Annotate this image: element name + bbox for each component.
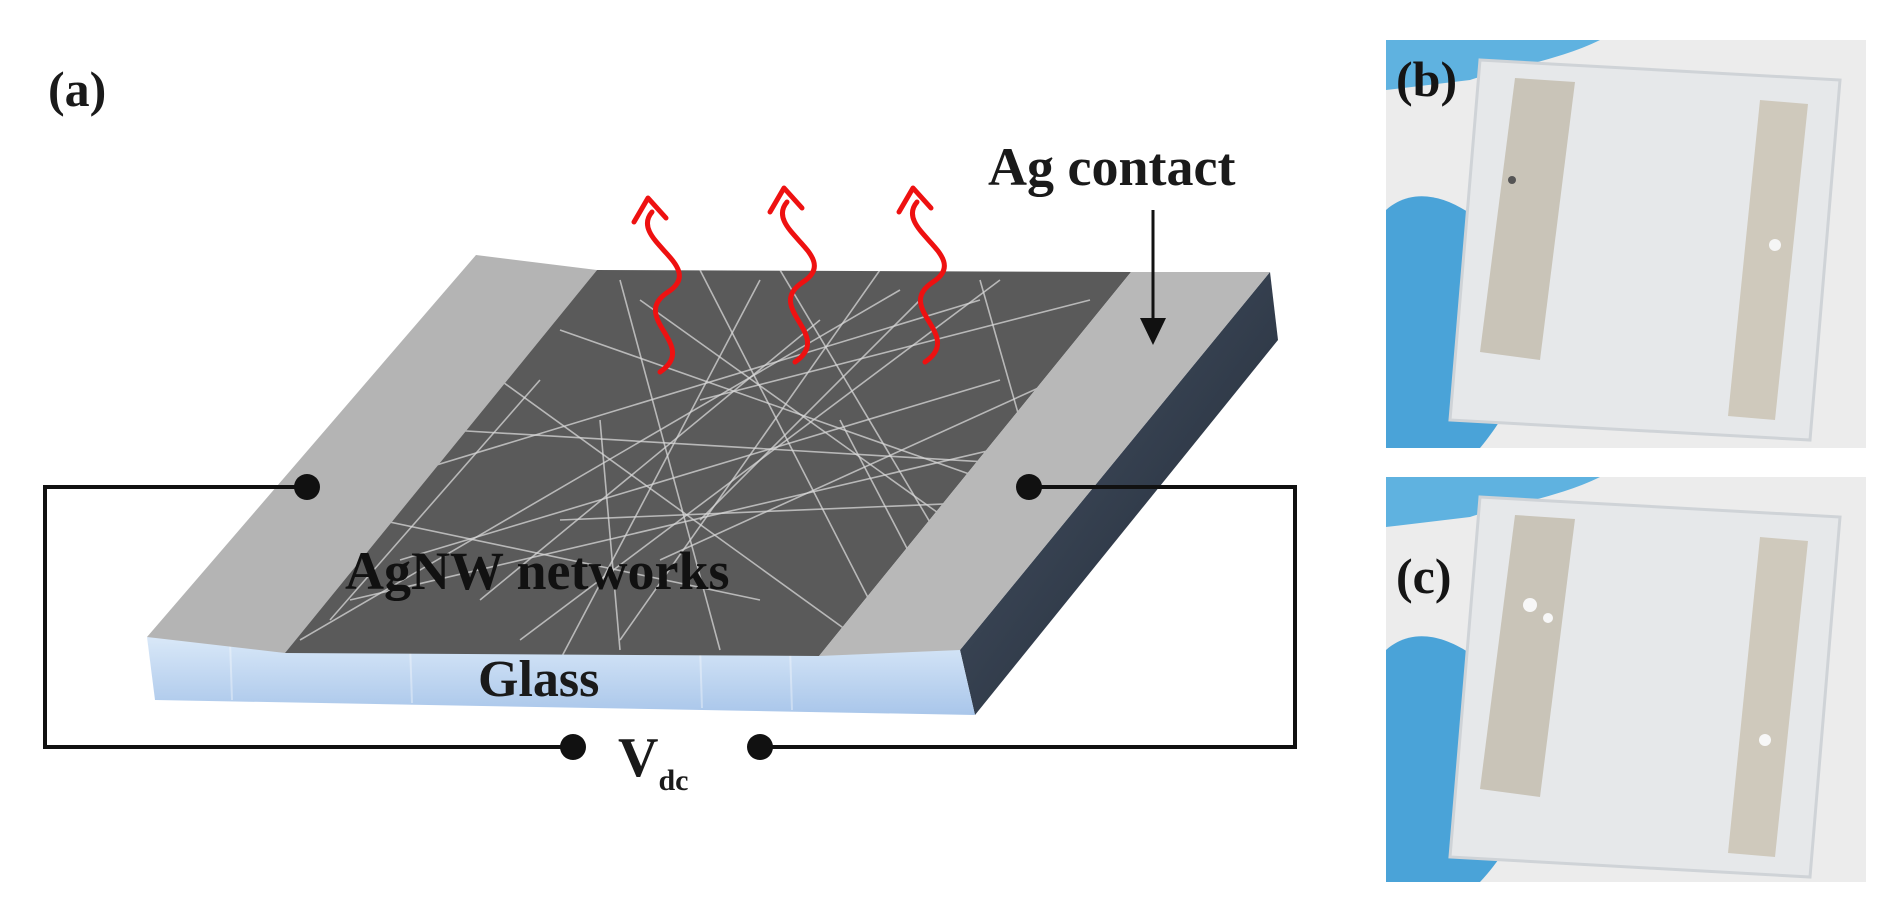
photo-c-illustration [1386, 477, 1866, 882]
photo-c: (c) [1386, 477, 1866, 882]
heat-arrowhead-2 [767, 185, 805, 215]
agnw-network-area [285, 270, 1131, 656]
ag-contact-label: Ag contact [988, 137, 1236, 197]
glass-label: Glass [478, 651, 600, 708]
vdc-main: V [618, 727, 659, 789]
substrate-side-face [960, 272, 1278, 715]
ag-contact-pointer [1140, 210, 1166, 345]
photo-b: (b) [1386, 40, 1866, 448]
heat-arrows [645, 199, 947, 375]
heat-arrowhead-3 [896, 185, 934, 215]
panel-label-b: (b) [1396, 51, 1458, 107]
heat-arrow-2 [780, 199, 817, 365]
source-terminal-right [747, 734, 773, 760]
left-terminal-dot [294, 474, 320, 500]
glass-substrate [147, 637, 975, 715]
vdc-subscript: dc [658, 764, 689, 797]
right-ag-contact [819, 272, 1270, 656]
photo-b-illustration [1386, 40, 1866, 448]
heat-arrow-3 [910, 199, 947, 365]
left-ag-contact [147, 255, 597, 653]
vdc-label: Vdc [618, 726, 688, 798]
heat-arrow-1 [645, 209, 682, 375]
panel-label-a: (a) [48, 61, 107, 117]
right-terminal-dot [1016, 474, 1042, 500]
panel-label-c: (c) [1396, 548, 1452, 604]
source-terminal-left [560, 734, 586, 760]
heat-arrowhead-1 [631, 195, 669, 225]
circuit-wires [43, 485, 1297, 749]
agnw-networks-label: AgNW networks [345, 541, 730, 601]
